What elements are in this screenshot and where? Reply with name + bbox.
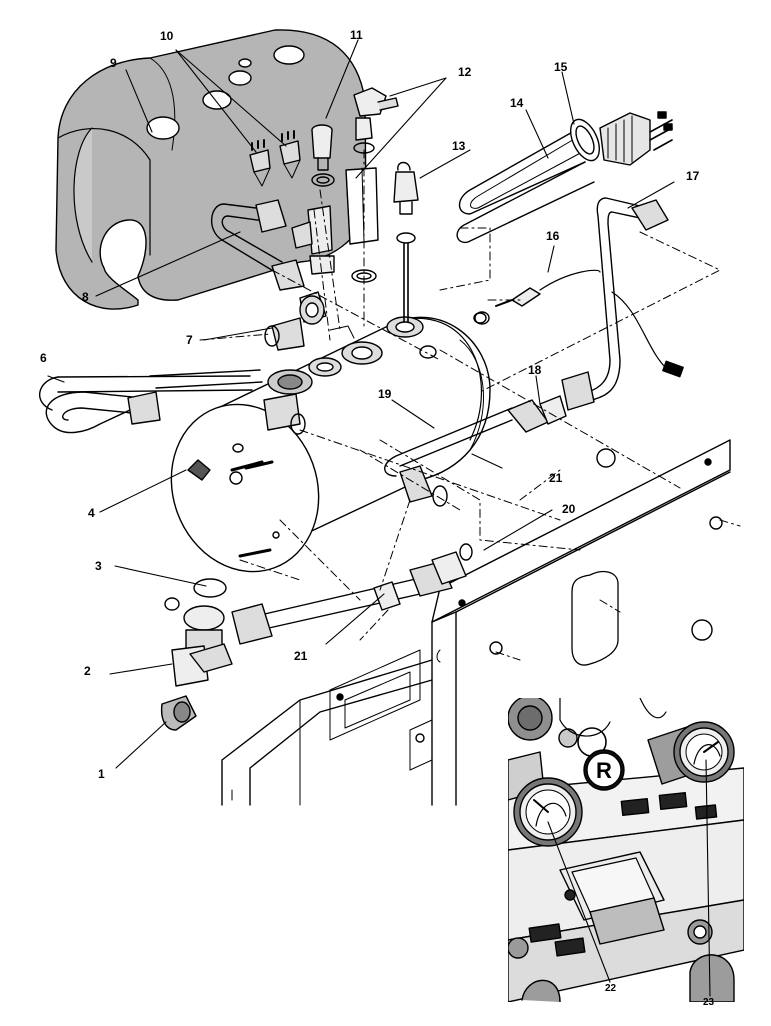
callout-11: 11 bbox=[350, 28, 363, 42]
callout-17: 17 bbox=[686, 169, 700, 183]
callout-23: 23 bbox=[703, 997, 715, 1008]
callout-19: 19 bbox=[378, 387, 392, 401]
callout-7: 7 bbox=[186, 333, 193, 347]
callout-16: 16 bbox=[546, 229, 560, 243]
callout-6: 6 bbox=[40, 351, 47, 365]
callout-1: 1 bbox=[98, 767, 105, 781]
callout-14: 14 bbox=[510, 96, 524, 110]
tee-fitting bbox=[264, 205, 355, 351]
heating-element bbox=[456, 111, 673, 244]
callout-20: 20 bbox=[562, 502, 576, 516]
boiler-top-fittings bbox=[267, 311, 490, 395]
callout-8: 8 bbox=[82, 290, 89, 304]
assembly-centerlines bbox=[199, 149, 741, 661]
callout-2: 2 bbox=[84, 664, 91, 678]
sensors-and-fittings bbox=[249, 87, 601, 324]
callout-10: 10 bbox=[160, 29, 174, 43]
inset-gauges-detail: R bbox=[508, 698, 744, 1002]
callout-18: 18 bbox=[528, 363, 542, 377]
inset-badge: R bbox=[596, 758, 612, 783]
callout-13: 13 bbox=[452, 139, 466, 153]
callout-15: 15 bbox=[554, 60, 568, 74]
callout-12: 12 bbox=[458, 65, 472, 79]
leader-lines bbox=[47, 39, 675, 769]
insulation-shell bbox=[55, 29, 367, 310]
chassis-frame bbox=[221, 439, 731, 806]
callout-4: 4 bbox=[88, 506, 95, 520]
callout-21-upper: 21 bbox=[549, 471, 563, 485]
callout-3: 3 bbox=[95, 559, 102, 573]
callout-21-lower: 21 bbox=[294, 649, 308, 663]
callout-9: 9 bbox=[110, 56, 117, 70]
callout-22: 22 bbox=[605, 983, 617, 994]
